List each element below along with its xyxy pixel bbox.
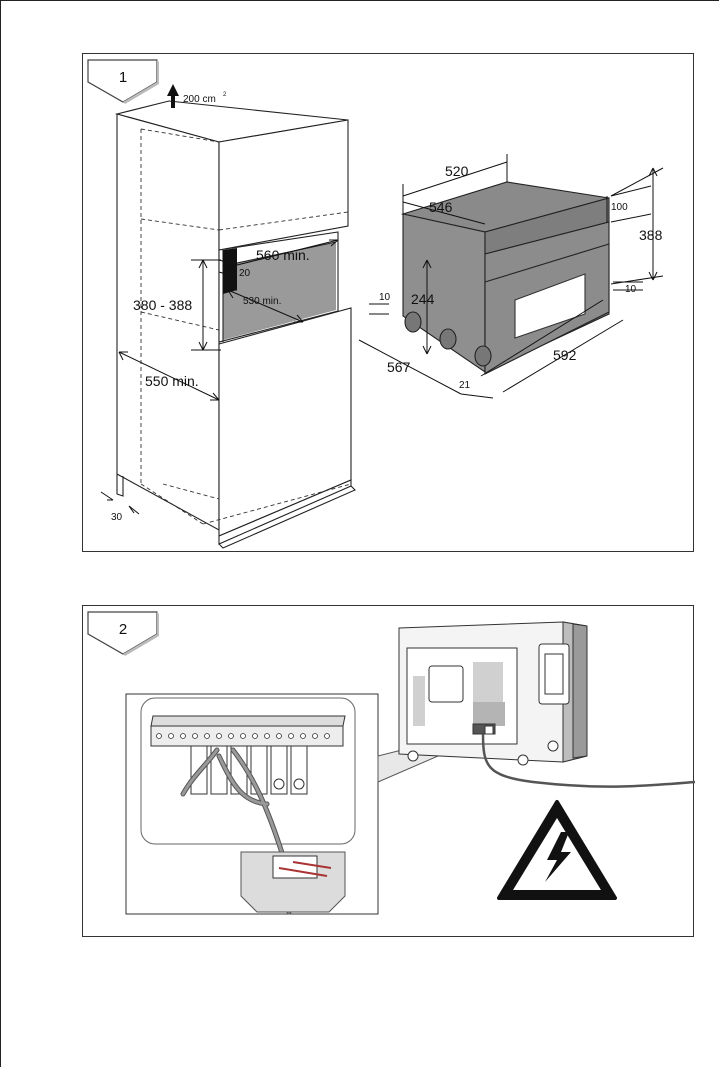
built-in-oven	[400, 181, 610, 375]
label-vent-sup: 2	[223, 92, 227, 98]
dim-door-thickness	[460, 393, 494, 399]
electrical-hazard-icon	[497, 800, 617, 900]
dim-niche-width	[224, 239, 339, 271]
dim-oven-depth-body	[402, 154, 508, 214]
dim-gap	[218, 259, 234, 277]
dim-niche-height	[191, 259, 221, 351]
dim-oven-depth-total	[402, 201, 486, 225]
dim-oven-width	[480, 299, 624, 393]
figure-2-drawing: 2	[87, 611, 696, 915]
label-oven-depth-total: 546	[429, 199, 453, 215]
label-door-thickness: 21	[459, 380, 471, 391]
dim-oven-height	[610, 167, 664, 285]
dim-plinth	[100, 491, 140, 515]
figure-1-panel: 1	[82, 53, 694, 552]
oven-rear-view	[398, 621, 588, 766]
dim-oven-depth-full	[358, 339, 462, 395]
label-niche-depth: 530 min.	[243, 296, 281, 307]
label-niche-width: 560 min.	[256, 247, 310, 263]
ventilation-arrow-icon	[167, 84, 179, 108]
dim-bottom-offset	[613, 281, 643, 291]
label-bottom-offset: 10	[625, 284, 637, 295]
dim-front-height	[606, 185, 652, 223]
terminal-block-detail	[125, 693, 379, 915]
dim-niche-depth	[227, 289, 304, 323]
label-oven-depth-body: 520	[445, 163, 469, 179]
figure-1-badge: 1	[87, 59, 159, 104]
label-front-height: 100	[611, 202, 628, 213]
label-plinth: 30	[111, 512, 123, 523]
figure-2-panel: 2	[82, 605, 696, 937]
label-body-height: 244	[411, 291, 435, 307]
power-cord	[481, 733, 696, 788]
tall-cabinet	[114, 100, 356, 549]
label-cabinet-depth: 550 min.	[145, 373, 199, 389]
label-foot-height: 10	[379, 292, 391, 303]
label-oven-depth-full: 567	[387, 359, 411, 375]
label-gap: 20	[239, 268, 251, 279]
dim-body-height	[422, 259, 432, 355]
figure-1-drawing: 1	[87, 59, 664, 549]
dim-foot-height	[369, 303, 389, 315]
label-oven-width: 592	[553, 347, 577, 363]
figure-2-badge: 2	[87, 611, 159, 656]
dim-cabinet-depth	[118, 351, 220, 401]
label-oven-height: 388	[639, 227, 663, 243]
label-vent: 200 cm	[183, 94, 216, 105]
label-niche-height: 380 - 388	[133, 297, 192, 313]
figure-1-number: 1	[119, 69, 127, 86]
figure-2-number: 2	[119, 621, 127, 638]
